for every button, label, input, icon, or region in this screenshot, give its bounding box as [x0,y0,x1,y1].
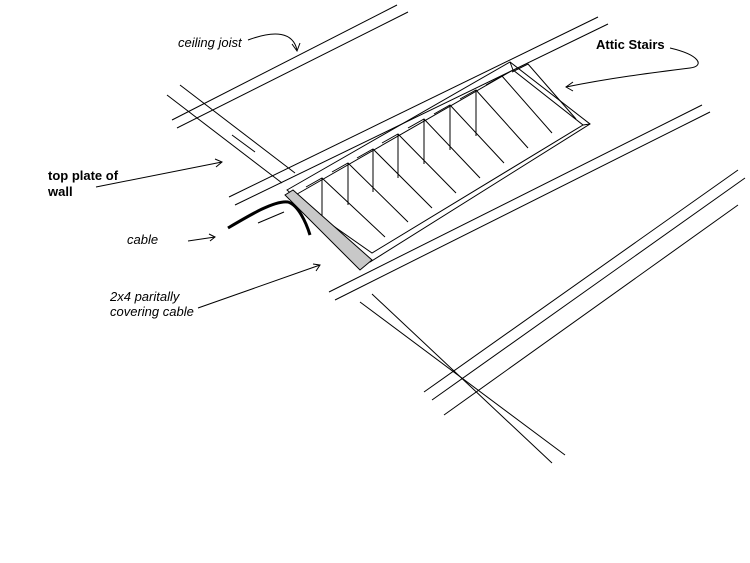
ceiling-joist-top [171,4,409,129]
joist-bottom-right [423,169,746,416]
label-two-by-four-line2: covering cable [110,304,194,319]
arrow-head-two-by-four [312,263,321,272]
joist-upper [228,16,609,206]
arrow-head-attic-stairs [565,81,574,92]
label-ceiling-joist: ceiling joist [178,35,243,50]
joist-lower [328,104,711,301]
arrow-attic-stairs [565,47,699,88]
label-top-plate-line1: top plate of [48,168,119,183]
arrow-cable [187,236,216,242]
label-top-plate-line2: wall [47,184,73,199]
arrow-ceiling-joist [247,33,298,51]
label-cable: cable [127,232,158,247]
arrow-head-ceiling-joist [291,42,301,53]
arrow-head-cable [208,233,216,242]
stair-treads [305,63,577,238]
attic-stairs [286,61,591,263]
cable [227,200,312,236]
arrow-head-top-plate [214,158,223,168]
arrow-two-by-four [197,264,321,309]
two-by-four-board [284,189,373,271]
label-two-by-four-line1: 2x4 paritally [109,289,181,304]
top-plate-of-wall [166,84,566,464]
arrow-top-plate [95,161,223,188]
label-attic-stairs: Attic Stairs [596,37,665,52]
